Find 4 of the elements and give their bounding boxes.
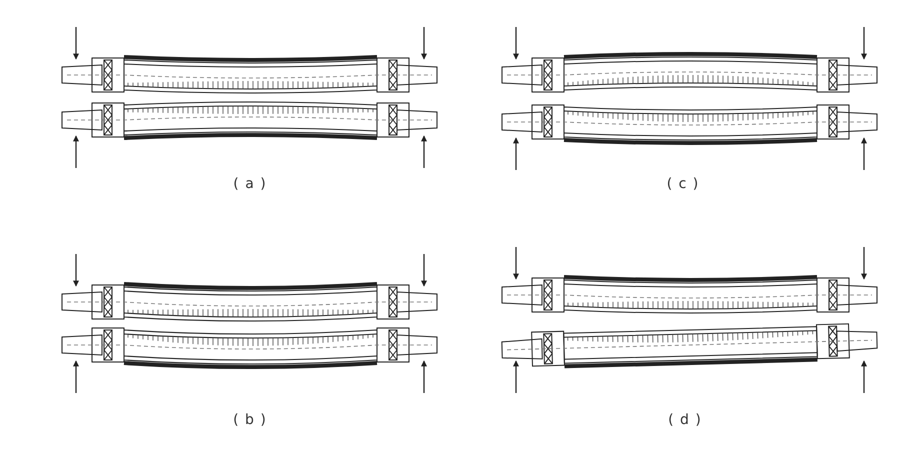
figure-label: ( d ) — [668, 412, 702, 428]
figure-label: ( a ) — [233, 176, 267, 192]
figure-label: ( b ) — [233, 412, 267, 428]
figure-label: ( c ) — [666, 176, 700, 192]
